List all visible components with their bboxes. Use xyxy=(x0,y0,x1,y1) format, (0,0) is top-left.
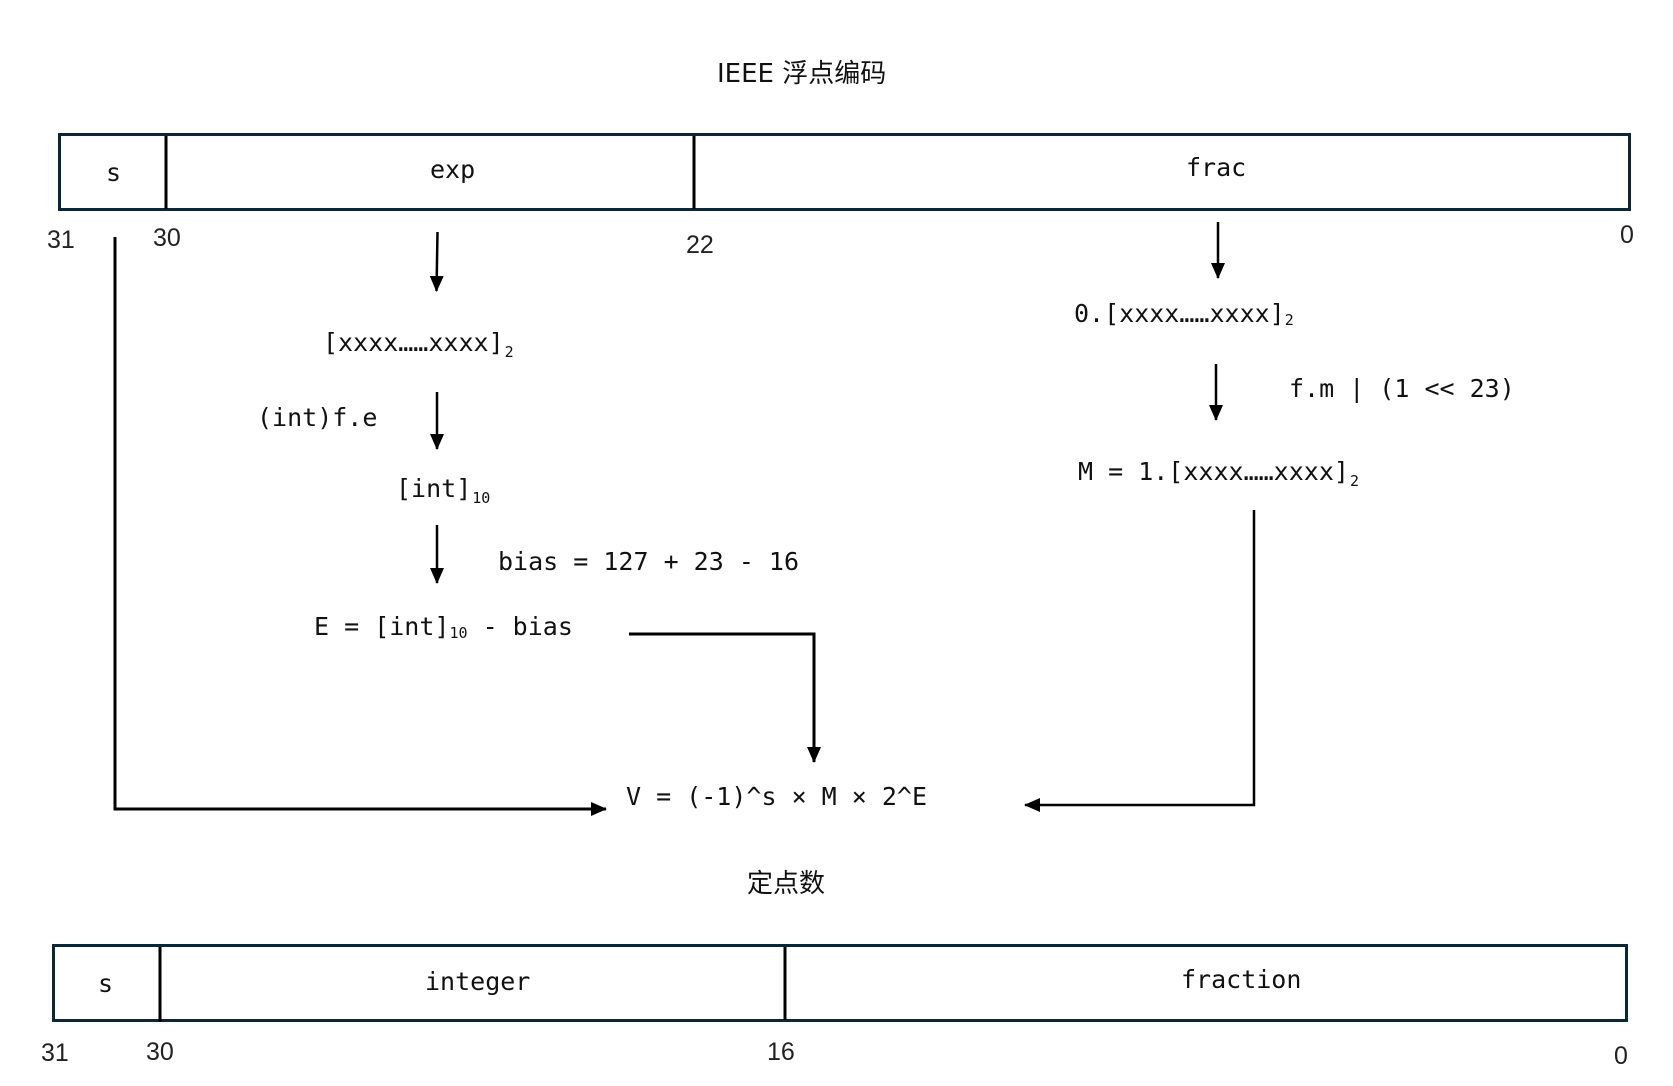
fixed-sign-field: s xyxy=(98,969,114,998)
ieee-title: IEEE 浮点编码 xyxy=(717,59,887,89)
ieee-sign-field: s xyxy=(106,158,122,187)
exponent-base: 10 xyxy=(449,624,468,642)
exponent-expression: E = [int]10 - bias xyxy=(314,614,573,641)
exponent-suffix: - bias xyxy=(467,612,573,641)
bias-label: bias = 127 + 23 - 16 xyxy=(498,547,800,576)
exp-int-value: [int]10 xyxy=(396,476,490,506)
fixed-bit-31: 31 xyxy=(41,1039,69,1067)
exp-int-text: [int] xyxy=(396,474,472,503)
fixed-bit-16: 16 xyxy=(767,1038,795,1066)
fixed-bit-30: 30 xyxy=(146,1038,174,1066)
ieee-exp-field: exp xyxy=(430,155,476,184)
ieee-bit-31: 31 xyxy=(47,226,75,254)
exp-arrow-1 xyxy=(429,231,444,292)
fixed-title: 定点数 xyxy=(747,869,826,899)
value-formula: V = (-1)^s × M × 2^E xyxy=(626,782,928,811)
ieee-bit-30: 30 xyxy=(153,224,181,252)
ieee-register-box xyxy=(58,133,1631,211)
exponent-prefix: E = [int] xyxy=(314,612,450,641)
frac-binary-value: 0.[xxxx……xxxx]2 xyxy=(1074,301,1294,328)
fixed-fraction-field: fraction xyxy=(1181,965,1302,994)
mantissa-text: M = 1.[xxxx……xxxx] xyxy=(1078,457,1349,486)
mantissa-base: 2 xyxy=(1349,472,1359,490)
exp-cast-label: (int)f.e xyxy=(257,403,378,432)
exp-binary-base: 2 xyxy=(504,343,514,361)
exponent-connector xyxy=(629,632,821,763)
frac-binary-text: 0.[xxxx……xxxx] xyxy=(1074,299,1285,328)
ieee-frac-field: frac xyxy=(1186,153,1247,182)
sign-connector xyxy=(113,237,607,816)
ieee-bit-22: 22 xyxy=(686,231,714,259)
mantissa-or-label: f.m | (1 << 23) xyxy=(1289,374,1515,403)
frac-binary-base: 2 xyxy=(1284,311,1294,329)
mantissa-connector xyxy=(1024,510,1256,812)
exp-binary-value: [xxxx……xxxx]2 xyxy=(323,330,514,360)
mantissa-expression: M = 1.[xxxx……xxxx]2 xyxy=(1078,459,1359,489)
exp-int-base: 10 xyxy=(472,489,491,507)
fixed-integer-field: integer xyxy=(425,967,531,996)
exp-binary-text: [xxxx……xxxx] xyxy=(323,328,504,357)
fixed-register-box xyxy=(52,944,1628,1022)
ieee-bit-0: 0 xyxy=(1620,221,1634,249)
fixed-bit-0: 0 xyxy=(1614,1042,1628,1070)
